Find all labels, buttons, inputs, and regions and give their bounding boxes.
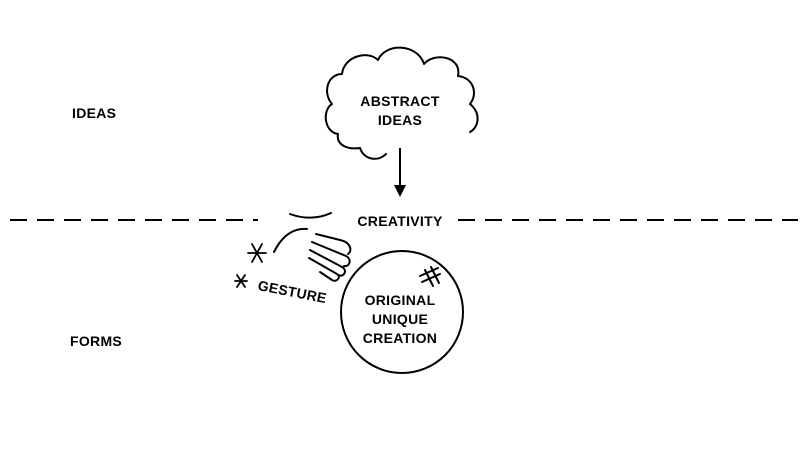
- creation-line-1: ORIGINAL: [364, 292, 436, 308]
- sparkle-icon: [247, 243, 267, 263]
- ideas-label: IDEAS: [72, 105, 117, 121]
- cloud-bottom-left: [359, 147, 387, 160]
- creation-label: ORIGINAL UNIQUE CREATION: [350, 291, 450, 348]
- creativity-label: CREATIVITY: [357, 213, 443, 229]
- hashtag-icon: [419, 266, 441, 287]
- creation-circle: [340, 250, 464, 374]
- creation-line-3: CREATION: [362, 330, 438, 346]
- abstract-ideas-line-1: ABSTRACT: [360, 93, 440, 109]
- arrow-down-icon: [394, 148, 406, 197]
- sparkle-icon: [234, 274, 248, 288]
- cloud-icon: [324, 46, 479, 150]
- abstract-ideas-label: ABSTRACT IDEAS: [350, 92, 450, 130]
- creation-line-2: UNIQUE: [371, 311, 429, 327]
- forms-label: FORMS: [70, 333, 123, 349]
- hand-icon: [273, 212, 352, 282]
- abstract-ideas-line-2: IDEAS: [377, 112, 423, 128]
